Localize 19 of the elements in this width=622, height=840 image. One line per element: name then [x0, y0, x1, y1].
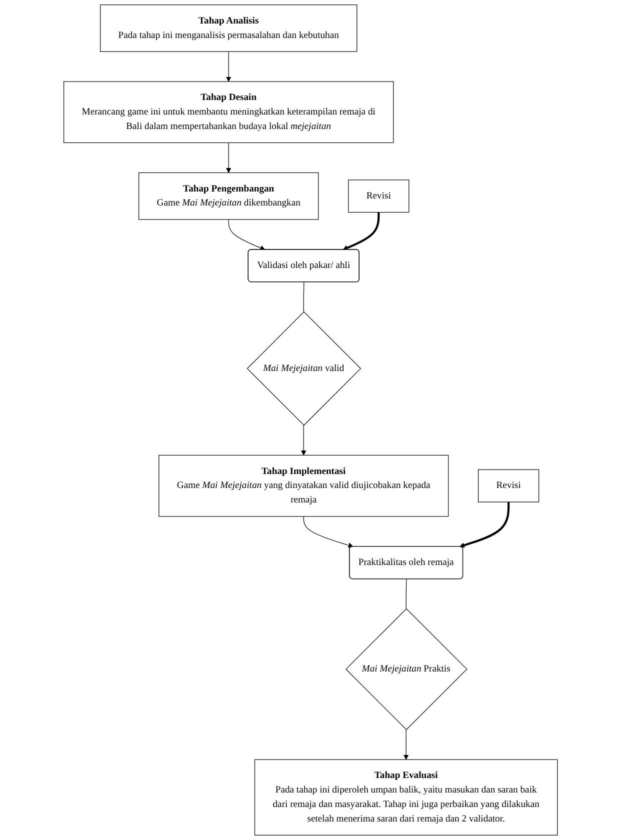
arrow	[460, 502, 510, 548]
arrow	[304, 516, 354, 548]
connector	[304, 282, 305, 312]
node-box: Revisi	[478, 469, 540, 502]
node-box: Tahap Desain Merancang game ini untuk membantu meningkatkan keterampilan remaja di Bali dalam mempertahankan budaya lokal mejejaitan	[64, 81, 394, 144]
arrow	[343, 212, 380, 250]
node-diamond: Mai Mejejaitan Praktis	[346, 608, 468, 730]
arrow	[226, 142, 232, 173]
node-box: Tahap Analisis Pada tahap ini menganalisis permasalahan dan kebutuhan	[100, 4, 358, 52]
connector	[406, 578, 408, 610]
node-box: Tahap Pengembangan Game Mai Mejejaitan dikembangkan	[138, 172, 320, 220]
arrow	[226, 51, 232, 82]
node-box: Tahap Implementasi Game Mai Mejejaitan yang dinyatakan valid diujicobakan kepada remaja	[159, 454, 449, 517]
node-box: Revisi	[348, 180, 410, 213]
arrow	[228, 219, 266, 250]
node-diamond: Mai Mejejaitan valid	[247, 311, 362, 426]
arrow	[301, 424, 307, 456]
arrow	[404, 729, 410, 760]
node-box: Tahap Evaluasi Pada tahap ini diperoleh umpan balik, yaitu masukan dan saran baik dari remaja dan masyarakat. Tahap ini juga perbaikan yang dilakukan setelah menerima saran dari remaja dan 2 validator.	[254, 759, 558, 836]
